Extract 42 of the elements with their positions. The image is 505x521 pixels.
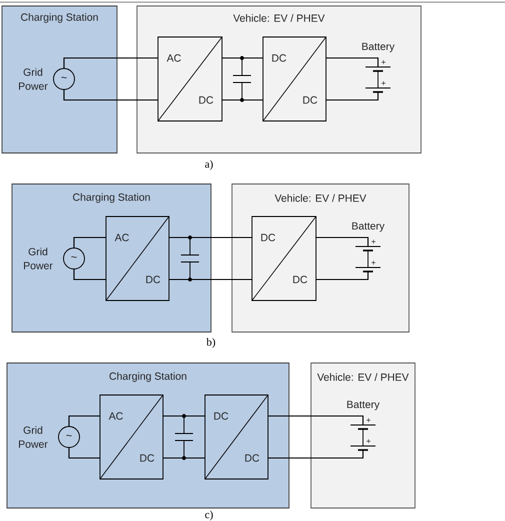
converter-box: AC DC <box>158 36 222 122</box>
wire <box>184 457 205 459</box>
source-label: Grid Power <box>24 248 53 270</box>
converter-box: AC DC <box>100 394 164 480</box>
battery-label: Battery <box>347 400 380 410</box>
wire <box>242 99 263 101</box>
wire <box>222 57 242 59</box>
capacitor-symbol <box>175 414 193 460</box>
wire <box>73 269 106 280</box>
wire <box>184 415 205 417</box>
converter-box: AC DC <box>106 216 170 301</box>
wire <box>190 236 252 238</box>
wire <box>73 236 106 248</box>
wire <box>169 236 190 238</box>
panel-caption: a) <box>205 160 213 170</box>
wire <box>63 57 158 68</box>
battery-label: Battery <box>352 222 385 232</box>
converter-box: DC DC <box>204 394 268 480</box>
wire <box>68 448 100 459</box>
wire <box>316 272 369 280</box>
wire <box>268 415 364 425</box>
wire <box>163 457 184 459</box>
wire <box>163 415 184 417</box>
battery-label: Battery <box>362 42 395 52</box>
wire <box>222 99 242 101</box>
capacitor-symbol <box>181 236 199 282</box>
panel-caption: b) <box>206 338 216 348</box>
converter-box: DC DC <box>262 36 326 122</box>
wire <box>63 90 158 101</box>
wire <box>268 450 364 459</box>
wire <box>326 57 379 67</box>
converter-box: DC DC <box>252 216 316 301</box>
capacitor-symbol <box>233 56 251 102</box>
wire <box>190 278 252 280</box>
wire <box>316 236 369 246</box>
wire <box>169 278 190 280</box>
wire <box>326 92 379 101</box>
wire <box>68 415 100 426</box>
source-label: Grid Power <box>19 68 48 90</box>
source-label: Grid Power <box>19 426 48 448</box>
panel-caption: c) <box>205 510 213 520</box>
wire <box>242 57 263 59</box>
